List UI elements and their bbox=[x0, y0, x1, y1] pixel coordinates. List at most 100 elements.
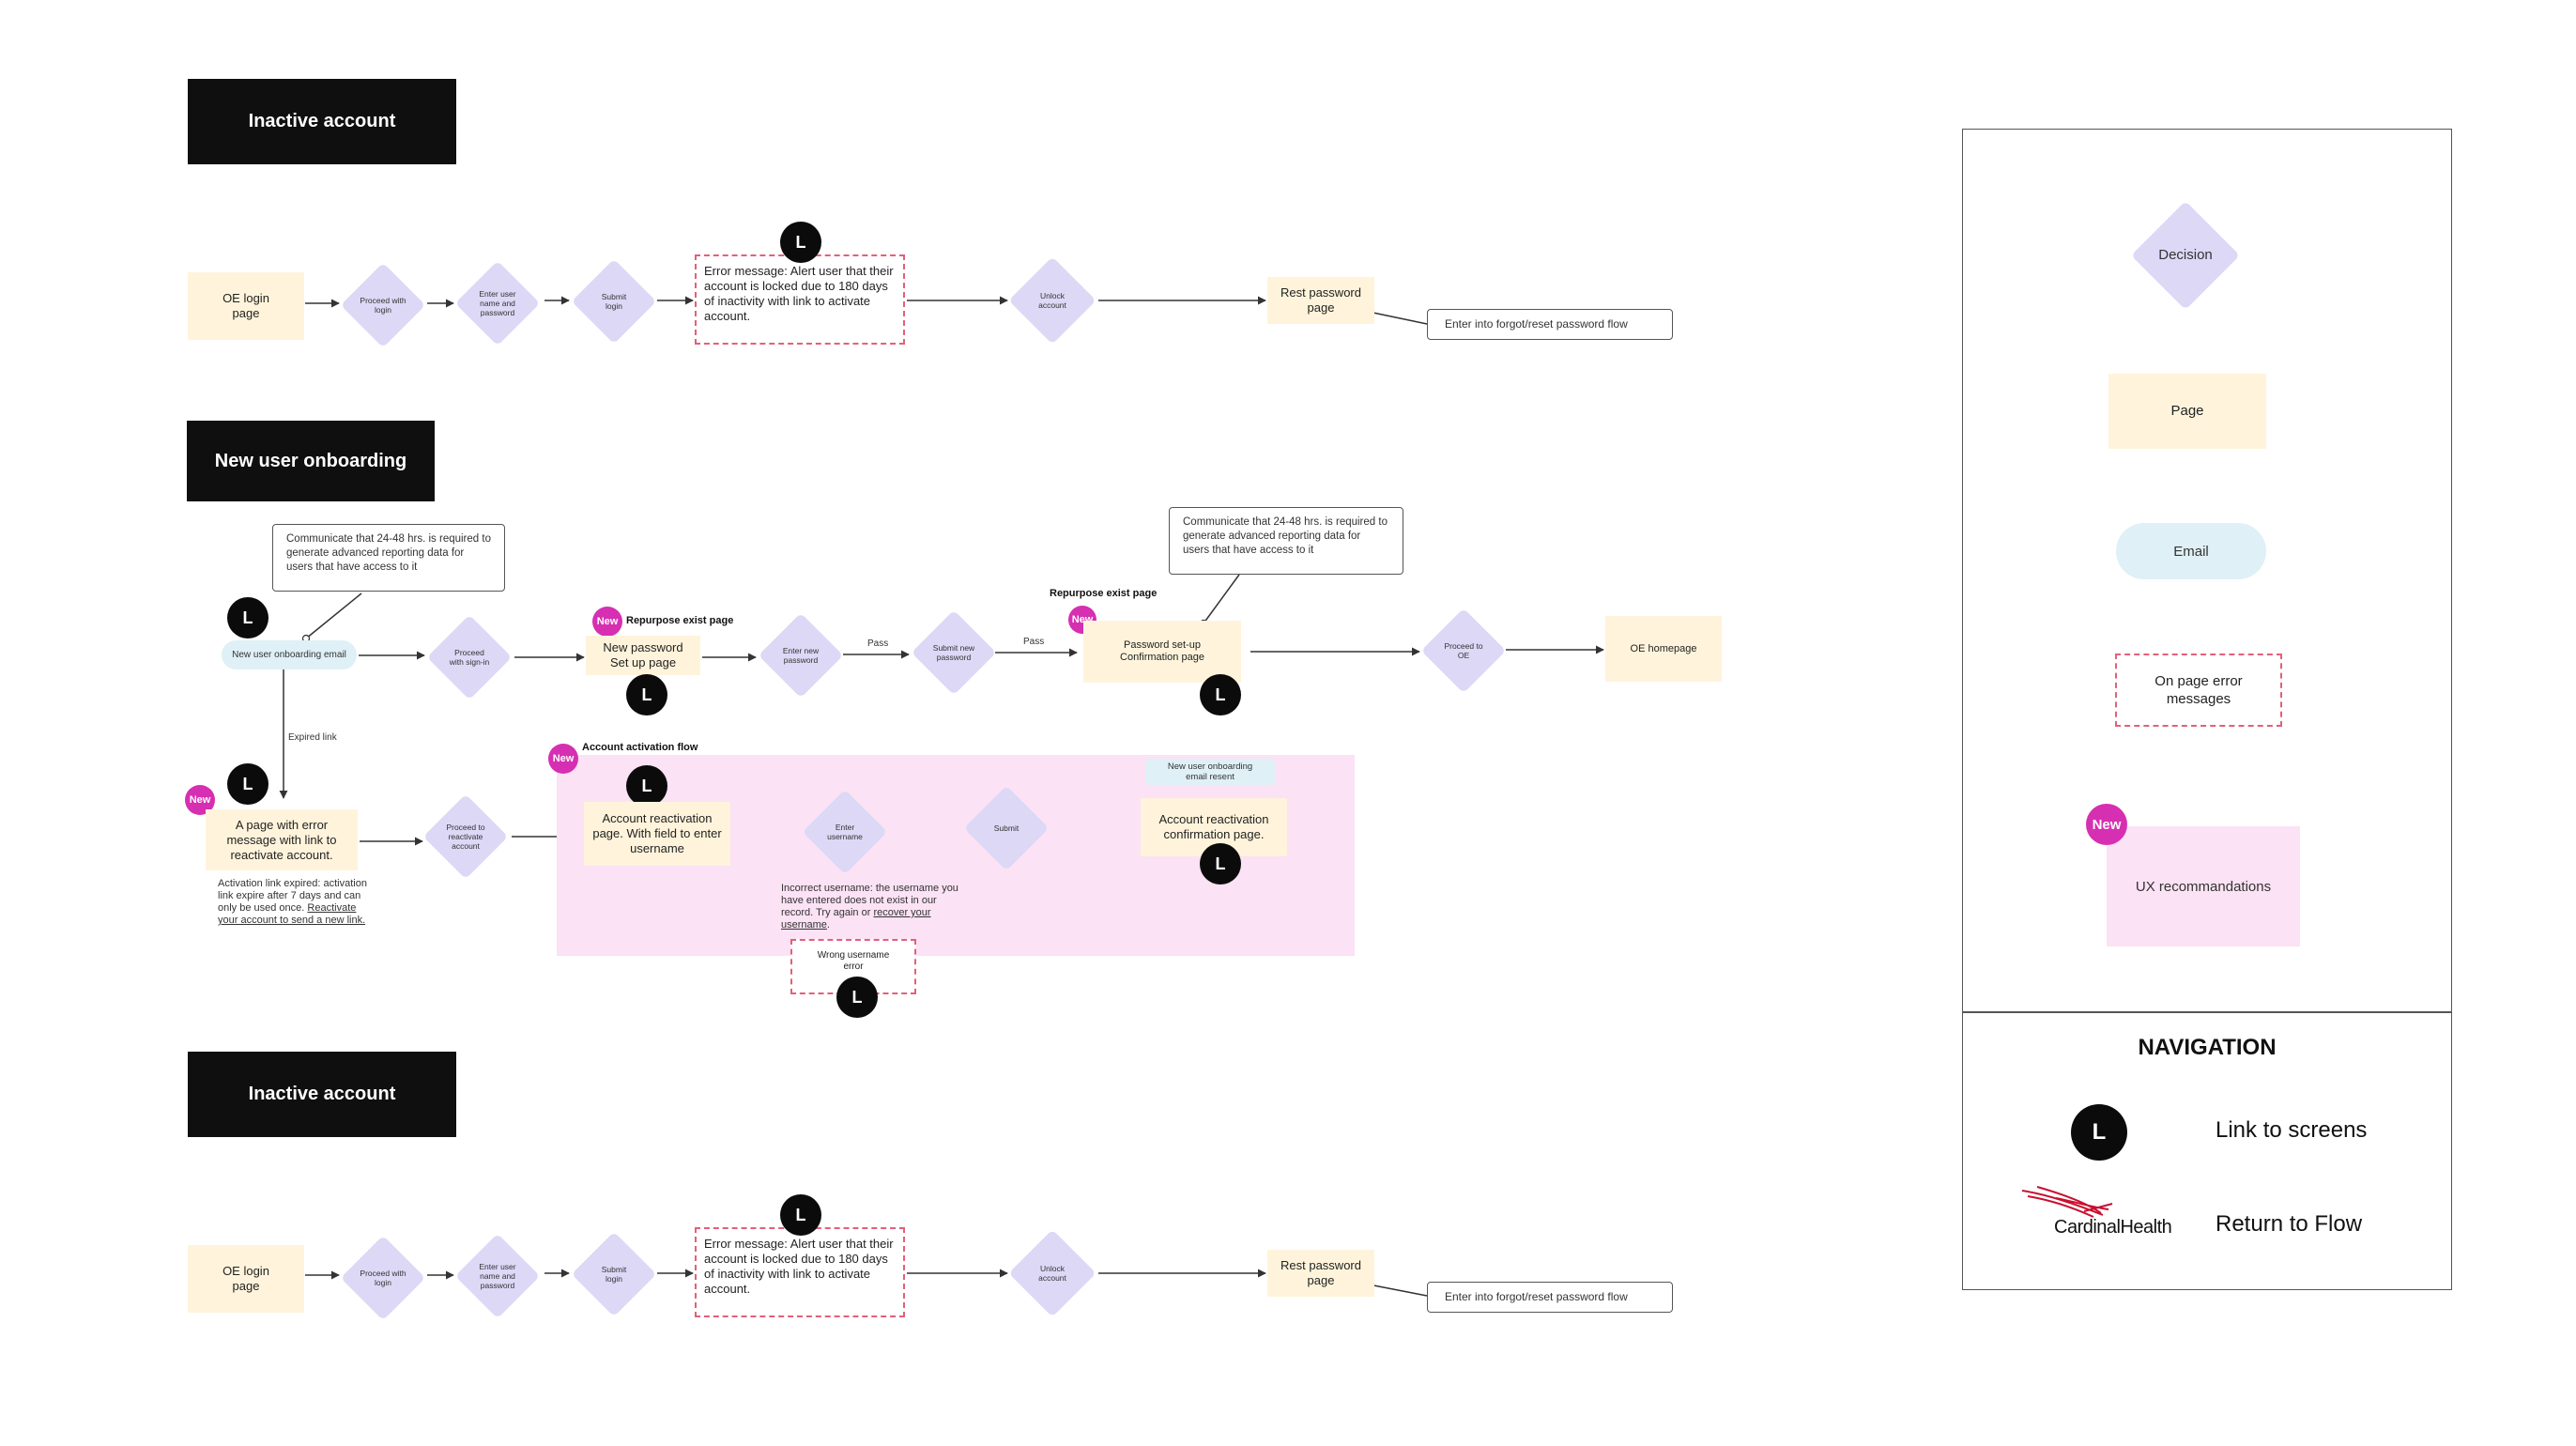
legend-error: On page error messages bbox=[2115, 654, 2282, 727]
node-label: Submit login bbox=[601, 1265, 627, 1284]
badge-text: New bbox=[2092, 816, 2122, 833]
node-label: Enter user name and password bbox=[479, 289, 516, 317]
link-letter: L bbox=[795, 232, 806, 252]
legend-email: Email bbox=[2116, 523, 2266, 579]
section-banner-inactive-bottom: Inactive account bbox=[188, 1052, 456, 1137]
link-to-screen-button[interactable]: L bbox=[227, 763, 268, 805]
repurpose-label: Repurpose exist page bbox=[626, 615, 734, 626]
note-reporting-left: Communicate that 24-48 hrs. is required … bbox=[272, 524, 505, 592]
decision-node-unlock: Unlock account bbox=[1008, 256, 1096, 345]
note-text: Enter into forgot/reset password flow bbox=[1445, 317, 1628, 331]
reactivate-link[interactable]: Reactivate your account to send a new li… bbox=[218, 902, 366, 926]
node-label: Submit new password bbox=[932, 643, 975, 662]
incorrect-text: Incorrect username: the username you hav… bbox=[781, 883, 958, 918]
node-label: Enter user name and password bbox=[479, 1262, 516, 1290]
decision-node-enter-username: Enter username bbox=[802, 789, 888, 875]
expired-link-label: Expired link bbox=[288, 732, 337, 743]
page-node-confirmation: Password set-up Confirmation page bbox=[1083, 621, 1241, 683]
node-label: Enter username bbox=[827, 823, 863, 841]
repurpose-label: Repurpose exist page bbox=[1050, 588, 1158, 599]
link-to-screen-button[interactable]: L bbox=[626, 674, 667, 715]
link-letter: L bbox=[641, 685, 652, 704]
cardinal-health-logo: CardinalHealth bbox=[2018, 1183, 2187, 1243]
node-label: Account reactivation confirmation page. bbox=[1158, 812, 1269, 841]
legend-new-badge: New bbox=[2086, 804, 2127, 845]
node-label: Submit bbox=[993, 823, 1020, 833]
page-node-error-page: A page with error message with link to r… bbox=[206, 809, 358, 870]
node-label: Unlock account bbox=[1038, 1264, 1066, 1283]
decision-node-submit-new-password: Submit new password bbox=[911, 609, 997, 696]
legend-page: Page bbox=[2108, 374, 2266, 449]
link-letter: L bbox=[242, 608, 253, 627]
section-banner-inactive-top: Inactive account bbox=[188, 79, 456, 164]
navigation-title: NAVIGATION bbox=[2138, 1035, 2277, 1060]
legend-ux: UX recommandations bbox=[2107, 826, 2300, 946]
page-node-oe-homepage: OE homepage bbox=[1605, 616, 1722, 682]
node-label: Proceed with login bbox=[360, 296, 406, 315]
decision-node-proceed-oe: Proceed to OE bbox=[1420, 608, 1507, 694]
node-label: Proceed to OE bbox=[1444, 641, 1483, 660]
section-title: New user onboarding bbox=[214, 450, 407, 471]
link-to-screen-button[interactable]: L bbox=[780, 1194, 821, 1236]
node-label: Submit login bbox=[601, 292, 627, 311]
page-node-reset-password: Rest password page bbox=[1267, 1250, 1374, 1297]
legend-label: UX recommandations bbox=[2135, 878, 2272, 895]
decision-node-enter-credentials: Enter user name and password bbox=[454, 1233, 541, 1319]
legend-divider bbox=[1962, 1011, 2452, 1013]
pass-label: Pass bbox=[1023, 637, 1045, 647]
link-letter: L bbox=[1215, 685, 1226, 704]
link-letter: L bbox=[242, 774, 253, 793]
node-label: Proceed with login bbox=[360, 1269, 406, 1287]
incorrect-text-end: . bbox=[826, 919, 830, 931]
decision-node-submit-login: Submit login bbox=[571, 258, 657, 345]
legend-label: On page error messages bbox=[2154, 673, 2243, 707]
decision-node-unlock: Unlock account bbox=[1008, 1229, 1096, 1317]
node-label: Enter new password bbox=[782, 646, 820, 665]
legend-label: Email bbox=[2173, 543, 2209, 560]
node-label: Account reactivation page. With field to… bbox=[592, 811, 722, 855]
node-label: Unlock account bbox=[1038, 291, 1066, 310]
node-label: A page with error message with link to r… bbox=[226, 817, 337, 862]
page-node-login: OE login page bbox=[188, 272, 304, 340]
node-label: New user onboarding email resent bbox=[1167, 761, 1253, 782]
badge-text: New bbox=[189, 794, 211, 806]
legend-label: Page bbox=[2170, 403, 2204, 419]
decision-node-submit: Submit bbox=[963, 785, 1050, 871]
legend-link-icon: L bbox=[2071, 1104, 2127, 1161]
recover-username-link[interactable]: recover your username bbox=[781, 907, 931, 931]
legend-label: Decision bbox=[2158, 247, 2213, 263]
legend-decision: Decision bbox=[2129, 199, 2242, 312]
badge-text: New bbox=[596, 616, 619, 627]
node-label: Rest password page bbox=[1280, 285, 1361, 315]
link-to-screen-button[interactable]: L bbox=[836, 977, 878, 1018]
cardinal-logo-icon bbox=[2021, 1186, 2113, 1218]
note-text: Communicate that 24-48 hrs. is required … bbox=[286, 533, 491, 573]
badge-text: New bbox=[552, 753, 575, 764]
note-forgot-flow: Enter into forgot/reset password flow bbox=[1427, 1282, 1673, 1313]
page-node-login: OE login page bbox=[188, 1245, 304, 1313]
node-label: Error message: Alert user that their acc… bbox=[704, 1237, 894, 1296]
link-to-screen-button[interactable]: L bbox=[1200, 674, 1241, 715]
link-to-screen-button[interactable]: L bbox=[626, 765, 667, 807]
section-title: Inactive account bbox=[248, 111, 396, 131]
email-node-onboarding: New user onboarding email bbox=[222, 640, 357, 669]
link-to-screen-button[interactable]: L bbox=[1200, 843, 1241, 885]
logo-text: CardinalHealth bbox=[2054, 1217, 2172, 1238]
note-text: Communicate that 24-48 hrs. is required … bbox=[1183, 516, 1388, 556]
link-letter: L bbox=[1215, 854, 1226, 873]
node-label: New user onboarding email bbox=[232, 650, 346, 660]
expired-explanation: Activation link expired: activation link… bbox=[218, 878, 377, 927]
note-forgot-flow: Enter into forgot/reset password flow bbox=[1427, 309, 1673, 340]
node-label: Rest password page bbox=[1280, 1258, 1361, 1287]
link-letter: L bbox=[795, 1205, 806, 1224]
link-to-screen-button[interactable]: L bbox=[780, 222, 821, 263]
page-node-reactivation: Account reactivation page. With field to… bbox=[584, 802, 730, 866]
node-label: New password Set up page bbox=[603, 640, 683, 669]
page-node-new-password: New password Set up page bbox=[586, 636, 700, 675]
link-to-screen-button[interactable]: L bbox=[227, 597, 268, 638]
node-label: Error message: Alert user that their acc… bbox=[704, 264, 894, 323]
link-letter: L bbox=[641, 776, 652, 795]
decision-node-enter-new-password: Enter new password bbox=[758, 612, 844, 699]
decision-node-enter-credentials: Enter user name and password bbox=[454, 260, 541, 346]
decision-node-proceed-reactivate: Proceed to reactivate account bbox=[422, 793, 509, 880]
